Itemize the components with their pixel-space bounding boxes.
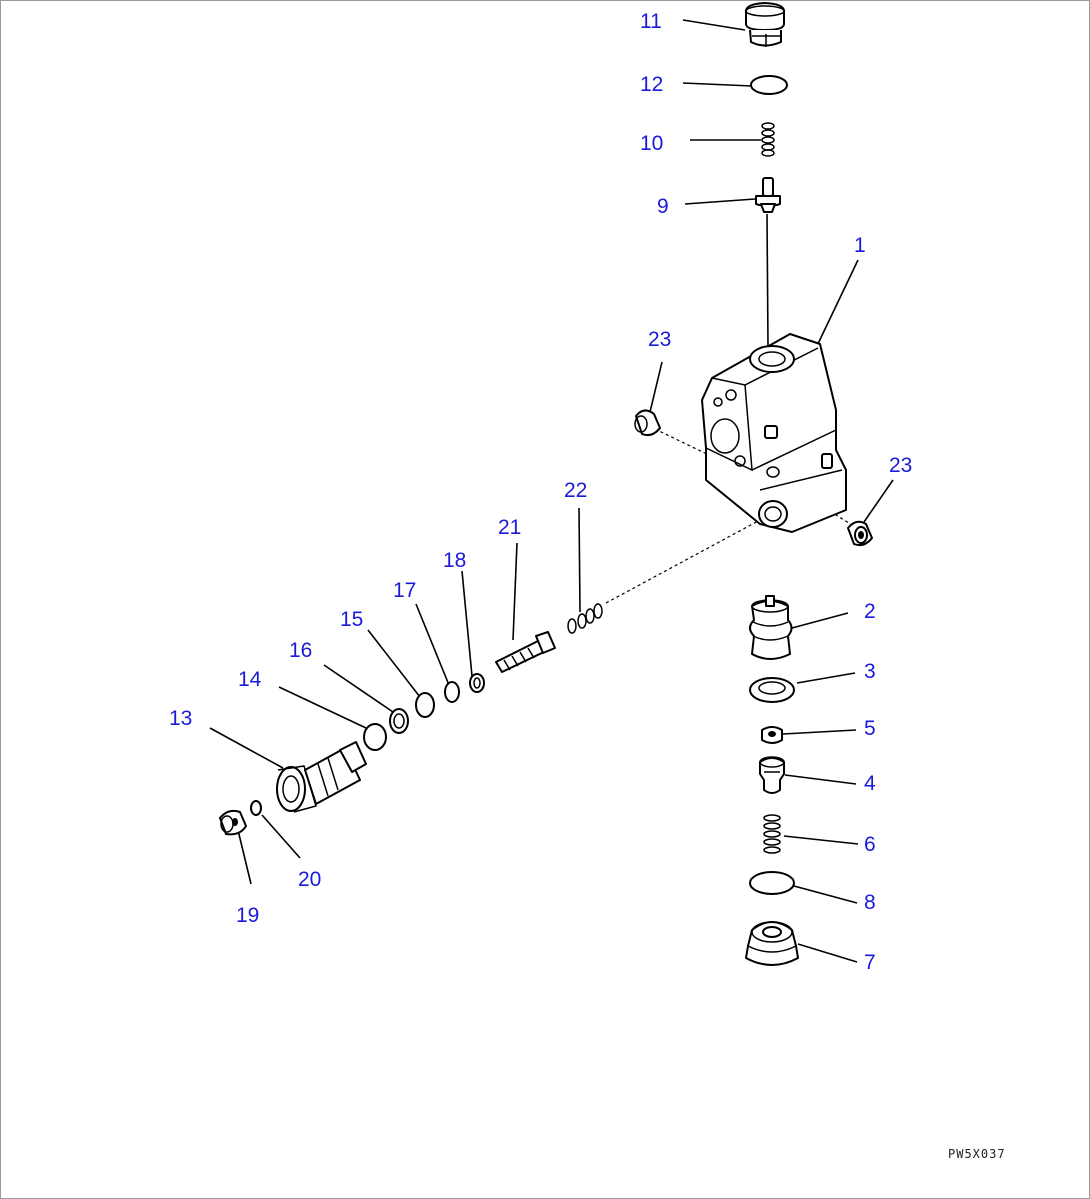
callout-22: 22 xyxy=(564,479,587,502)
part-18-ring xyxy=(469,673,485,693)
callout-23-right: 23 xyxy=(889,454,912,477)
callout-4: 4 xyxy=(864,772,876,795)
part-17-o-ring xyxy=(444,681,460,703)
part-23-plug-right xyxy=(847,520,873,547)
callout-labels: 11 12 10 9 1 23 23 22 21 18 17 15 16 14 … xyxy=(169,10,912,974)
part-12-o-ring xyxy=(750,75,788,95)
part-7-cap xyxy=(745,921,799,966)
part-1-valve-body xyxy=(701,333,847,533)
part-6-spring xyxy=(763,814,781,854)
part-15-o-ring xyxy=(415,692,435,718)
callout-17: 17 xyxy=(393,579,416,602)
leader-lines xyxy=(209,19,894,963)
part-4-valve xyxy=(759,756,785,794)
callout-2: 2 xyxy=(864,600,876,623)
part-9-poppet xyxy=(755,177,781,213)
callout-14: 14 xyxy=(238,668,262,691)
callout-12: 12 xyxy=(640,73,663,96)
callout-10: 10 xyxy=(640,132,663,155)
part-21-rod xyxy=(495,631,556,673)
part-14-o-ring xyxy=(363,723,387,751)
drawing-code: PW5X037 xyxy=(948,1147,1006,1161)
callout-1: 1 xyxy=(854,234,866,257)
callout-6: 6 xyxy=(864,833,876,856)
callout-19: 19 xyxy=(236,904,259,927)
part-2-piston xyxy=(749,595,793,660)
part-13-cartridge xyxy=(276,741,367,813)
part-22-spring xyxy=(567,603,603,634)
part-3-seal xyxy=(749,677,795,703)
callout-5: 5 xyxy=(864,717,876,740)
callout-3: 3 xyxy=(864,660,876,683)
callout-18: 18 xyxy=(443,549,466,572)
callout-13: 13 xyxy=(169,707,192,730)
callout-23-left: 23 xyxy=(648,328,671,351)
part-19-plug xyxy=(219,809,247,836)
callout-9: 9 xyxy=(657,195,669,218)
part-5-nut xyxy=(761,726,783,744)
part-20-o-ring xyxy=(250,800,262,816)
part-16-backup-ring xyxy=(389,708,409,734)
part-11-plug xyxy=(744,2,786,47)
callout-15: 15 xyxy=(340,608,363,631)
callout-7: 7 xyxy=(864,951,876,974)
part-10-spring xyxy=(761,122,775,157)
callout-20: 20 xyxy=(298,868,321,891)
part-8-o-ring xyxy=(749,871,795,895)
part-23-plug-left xyxy=(634,409,661,437)
callout-11: 11 xyxy=(640,10,662,33)
callout-16: 16 xyxy=(289,639,312,662)
callout-21: 21 xyxy=(498,516,521,539)
callout-8: 8 xyxy=(864,891,876,914)
